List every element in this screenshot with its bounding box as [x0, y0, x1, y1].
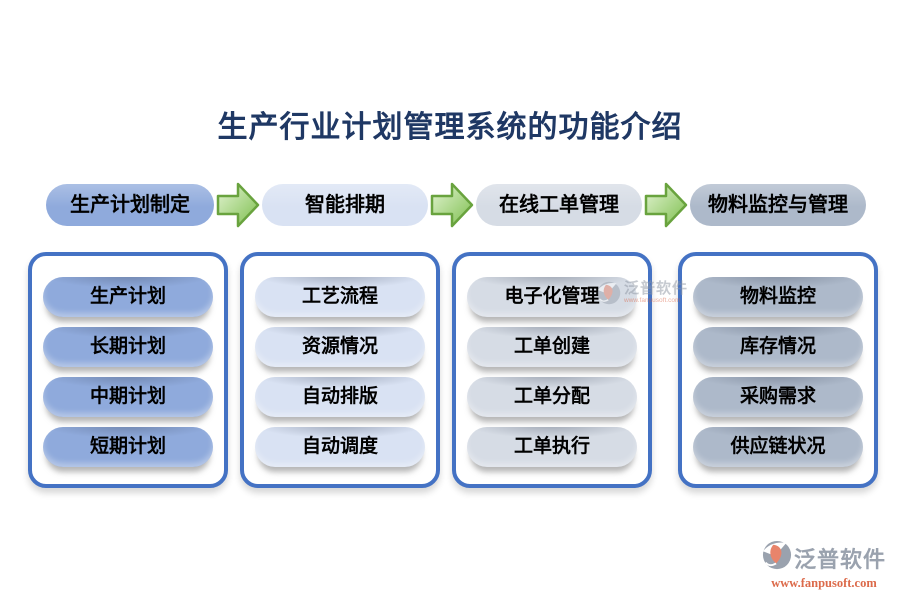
page-title: 生产行业计划管理系统的功能介绍: [217, 111, 683, 144]
feature-pill: 自动排版: [255, 377, 425, 417]
flow-arrow-icon: [216, 180, 260, 230]
feature-pill: 短期计划: [43, 427, 213, 467]
feature-pill: 生产计划: [43, 277, 213, 317]
stage-box-2: 工艺流程资源情况自动排版自动调度: [240, 252, 440, 488]
feature-pill: 库存情况: [693, 327, 863, 367]
stage-box-1: 生产计划长期计划中期计划短期计划: [28, 252, 228, 488]
feature-pill: 工单创建: [467, 327, 637, 367]
feature-pill: 长期计划: [43, 327, 213, 367]
stage-header-2: 智能排期: [262, 184, 428, 226]
feature-pill: 工单执行: [467, 427, 637, 467]
stage-header-3: 在线工单管理: [476, 184, 642, 226]
stage-box-3: 电子化管理工单创建工单分配工单执行: [452, 252, 652, 488]
feature-pill: 供应链状况: [693, 427, 863, 467]
feature-pill: 工艺流程: [255, 277, 425, 317]
feature-pill: 物料监控: [693, 277, 863, 317]
columns-row: 生产计划长期计划中期计划短期计划工艺流程资源情况自动排版自动调度电子化管理工单创…: [28, 252, 878, 488]
stage-box-4: 物料监控库存情况采购需求供应链状况: [678, 252, 878, 488]
brand-logo-icon: [762, 540, 792, 575]
feature-pill: 中期计划: [43, 377, 213, 417]
brand-url: www.fanpusoft.com: [771, 576, 877, 590]
flow-arrow-icon: [644, 180, 688, 230]
feature-pill: 自动调度: [255, 427, 425, 467]
feature-pill: 工单分配: [467, 377, 637, 417]
flow-arrow-icon: [430, 180, 474, 230]
feature-pill: 电子化管理: [467, 277, 637, 317]
feature-pill: 资源情况: [255, 327, 425, 367]
stage-header-4: 物料监控与管理: [690, 184, 866, 226]
stage-header-1: 生产计划制定: [46, 184, 214, 226]
flow-row: 生产计划制定 智能排期 在线工单管理 物料监控与管理: [46, 180, 866, 230]
feature-pill: 采购需求: [693, 377, 863, 417]
brand-logo: 泛普软件 www.fanpusoft.com: [762, 540, 886, 591]
brand-name: 泛普软件: [793, 546, 886, 572]
